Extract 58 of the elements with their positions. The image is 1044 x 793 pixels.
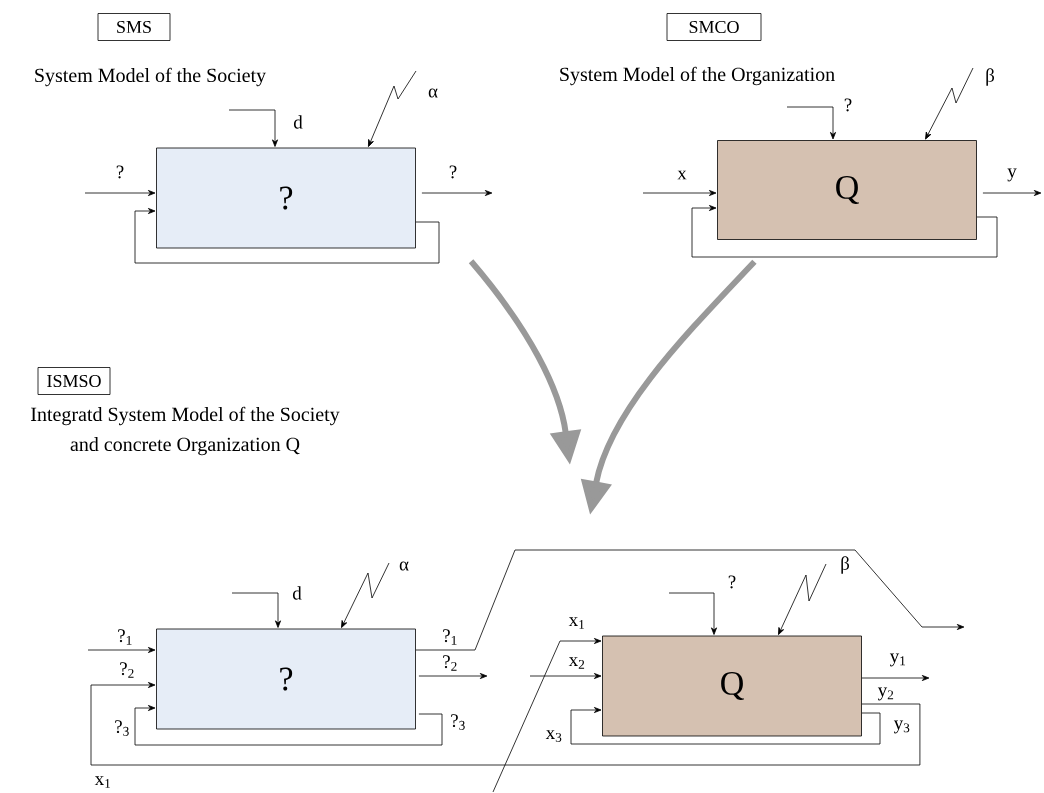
edge-label: ?$_{1}$	[443, 629, 457, 645]
edge-label: d	[292, 586, 302, 600]
edge-label: y$_{1}$	[889, 653, 906, 667]
arrow	[231, 592, 281, 628]
edge-label: ?	[728, 575, 736, 589]
caption: System Model of the Society	[35, 67, 267, 87]
disturbance-arrow	[368, 70, 417, 147]
edge-label: ?	[116, 165, 124, 179]
signal-label: ?$_{2}$	[120, 662, 134, 678]
arrow	[861, 675, 930, 681]
edge-label: ?	[449, 165, 457, 179]
feedback-arrow	[134, 208, 440, 264]
edge-label: α	[399, 561, 409, 571]
caption: Integratd System Model of the Society and concrete Organization Q	[31, 406, 340, 456]
edge-label: x$_{3}$	[545, 730, 562, 742]
arrow	[421, 190, 493, 196]
arrow	[415, 549, 965, 651]
edge-label: d	[293, 115, 303, 129]
edge-label: x$_{2}$	[568, 657, 585, 669]
signal-label: x$_{1}$	[94, 776, 111, 788]
disturbance-arrow	[778, 563, 827, 635]
edge-label: ?$_{3}$	[115, 720, 129, 736]
signal-label: y$_{3}$	[893, 720, 910, 734]
arrow	[642, 190, 717, 196]
edge-label: x	[677, 170, 687, 180]
arrow	[228, 109, 278, 147]
arrow	[90, 682, 921, 766]
arrow	[668, 592, 717, 635]
feedback-arrow	[570, 707, 881, 745]
edge-label: ?	[844, 98, 852, 112]
edge-label: y	[1007, 168, 1017, 182]
arrow	[418, 673, 488, 679]
arrow	[492, 638, 602, 793]
edge-label: α	[428, 88, 438, 98]
arrow	[982, 190, 1042, 196]
edge-label: β	[986, 68, 995, 86]
tag-box: ISMSO	[37, 367, 111, 395]
feedback-arrow	[134, 705, 443, 746]
arrow	[84, 190, 156, 196]
signal-label: y$_{2}$	[877, 687, 894, 701]
disturbance-arrow	[925, 67, 974, 140]
caption: System Model of the Organization	[560, 66, 835, 86]
edge-label: x$_{1}$	[568, 617, 585, 629]
arrow	[529, 673, 602, 679]
arrow	[87, 647, 156, 653]
disturbance-arrow	[341, 562, 390, 628]
edge-label: β	[841, 556, 850, 574]
edge-label: ?$_{1}$	[118, 629, 132, 645]
system-box: ?	[156, 628, 416, 730]
system-box: Q	[602, 635, 862, 737]
system-box: Q	[717, 140, 977, 240]
system-box: ?	[156, 147, 416, 249]
arrow	[786, 106, 836, 140]
feedback-arrow	[691, 205, 998, 258]
edge-label: ?$_{2}$	[443, 655, 457, 671]
signal-label: ?$_{3}$	[451, 714, 465, 730]
tag-box: SMCO	[666, 13, 762, 41]
tag-box: SMS	[97, 13, 171, 41]
